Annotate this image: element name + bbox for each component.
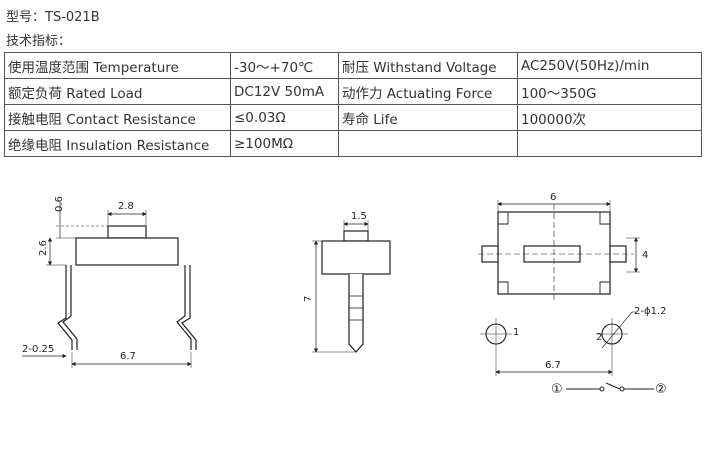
table-row: 额定负荷 Rated Load DC12V 50mA 动作力 Actuating… <box>4 78 702 105</box>
front-dim-top: 0.6 <box>54 196 65 212</box>
spec-value: 100000次 <box>517 104 702 131</box>
spec-label: 接触电阻 Contact Resistance <box>4 104 231 131</box>
front-dim-height: 2.6 <box>38 240 49 256</box>
table-row: 接触电阻 Contact Resistance ≤0.03Ω 寿命 Life 1… <box>4 104 702 131</box>
side-view <box>312 220 391 353</box>
spec-label: 绝缘电阻 Insulation Resistance <box>4 130 231 157</box>
top-view <box>478 200 640 302</box>
spec-label: 耐压 Withstand Voltage <box>338 52 518 79</box>
spec-value: -30～+70℃ <box>230 52 339 79</box>
pcb-hole-label: 2-ϕ1.2 <box>634 306 666 317</box>
side-dim-top: 1.5 <box>351 211 367 222</box>
spec-label: 额定负荷 Rated Load <box>4 78 231 105</box>
table-row: 绝缘电阻 Insulation Resistance ≥100MΩ <box>4 130 702 157</box>
spec-value: DC12V 50mA <box>230 78 339 105</box>
pcb-pin1-label: 1 <box>513 327 519 338</box>
spec-label: 使用温度范围 Temperature <box>4 52 231 79</box>
schematic-pin1: ① <box>551 382 563 397</box>
spec-value: ≥100MΩ <box>230 130 339 157</box>
spec-label: 动作力 Actuating Force <box>338 78 518 105</box>
front-dim-lead: 2-0.25 <box>22 344 54 355</box>
spec-table: 使用温度范围 Temperature -30～+70℃ 耐压 Withstand… <box>4 52 702 157</box>
schematic-pin2: ② <box>655 382 667 397</box>
table-row: 使用温度范围 Temperature -30～+70℃ 耐压 Withstand… <box>4 52 702 79</box>
top-dim-height: 4 <box>642 250 648 261</box>
top-dim-width: 6 <box>550 192 556 203</box>
model-number: 型号：TS-021B <box>6 10 100 25</box>
front-dim-span: 6.7 <box>120 351 136 362</box>
spec-heading: 技术指标： <box>6 34 72 49</box>
spec-value: 100～350G <box>517 78 702 105</box>
spec-label <box>338 130 518 157</box>
spec-value <box>517 130 702 157</box>
switch-schematic <box>566 382 654 392</box>
front-view <box>22 202 197 368</box>
pcb-footprint <box>480 311 636 376</box>
spec-value: AC250V(50Hz)/min <box>517 52 702 79</box>
dimension-drawings: 0.6 2.8 2.6 2-0.25 6.7 1.5 7 6 4 <box>22 192 667 397</box>
pcb-pin2-label: 2 <box>596 332 602 343</box>
side-dim-height: 7 <box>303 296 314 302</box>
pcb-dim-span: 6.7 <box>545 360 561 371</box>
spec-value: ≤0.03Ω <box>230 104 339 131</box>
spec-label: 寿命 Life <box>338 104 518 131</box>
front-dim-width: 2.8 <box>118 201 134 212</box>
